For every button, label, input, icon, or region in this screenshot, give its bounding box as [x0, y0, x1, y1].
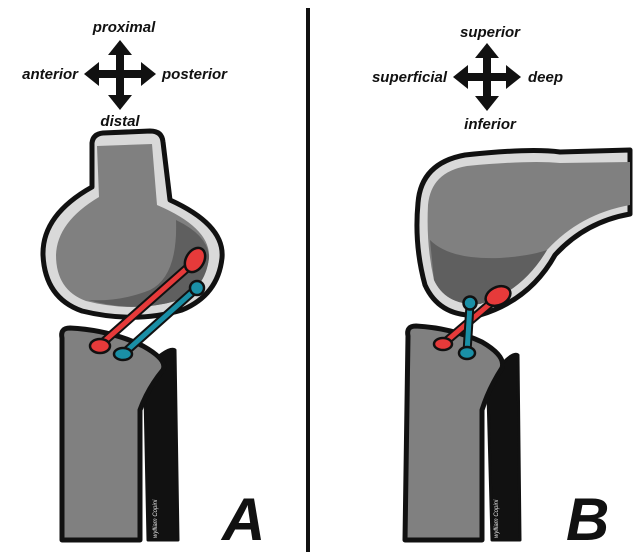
- panel-b: superior inferior superficial deep wylli…: [372, 24, 630, 553]
- compass-a: proximal distal anterior posterior: [22, 19, 228, 130]
- label-proximal: proximal: [92, 19, 156, 36]
- four-way-arrow-icon: [84, 40, 156, 110]
- femur-b: [417, 150, 630, 315]
- signature-b: wylliam Copini: [494, 499, 500, 538]
- label-distal: distal: [100, 113, 140, 130]
- label-anterior: anterior: [22, 66, 79, 83]
- compass-b: superior inferior superficial deep: [372, 24, 563, 133]
- label-posterior: posterior: [161, 66, 228, 83]
- label-superficial: superficial: [372, 69, 448, 86]
- four-way-arrow-icon: [453, 43, 521, 111]
- signature-a: wylliam Copini: [153, 499, 159, 538]
- panel-a: proximal distal anterior posterior wylli…: [22, 19, 265, 553]
- label-deep: deep: [528, 69, 563, 86]
- label-superior: superior: [460, 24, 521, 41]
- panel-letter-a: A: [220, 486, 265, 553]
- panel-letter-b: B: [566, 486, 609, 553]
- label-inferior: inferior: [464, 116, 517, 133]
